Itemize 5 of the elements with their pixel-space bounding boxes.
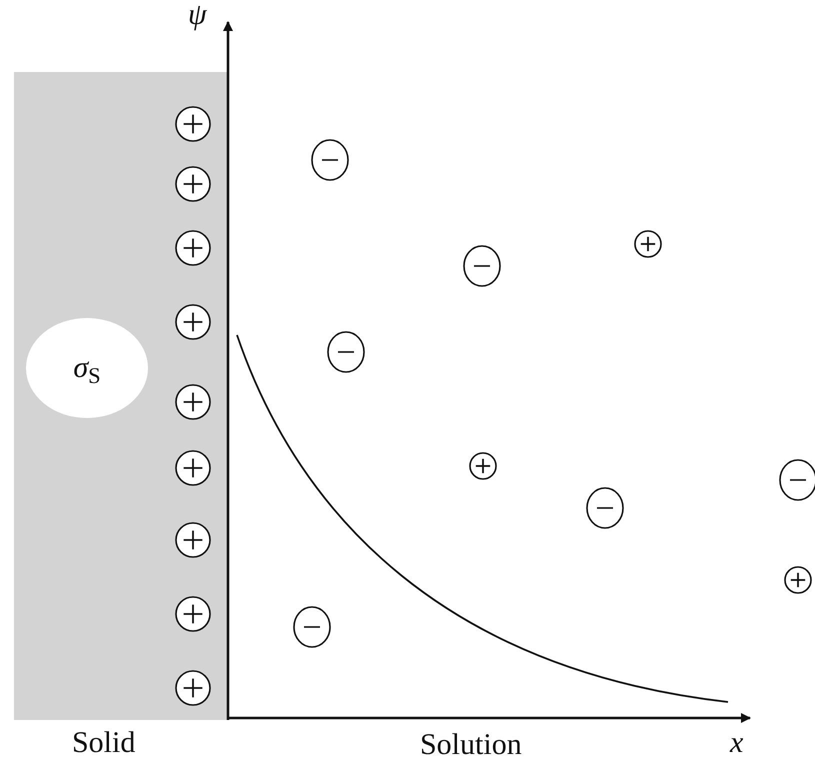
region-label: Solution [420, 730, 522, 760]
axis-label: ψ [188, 0, 207, 30]
surface-charge-label: σ$_{S}$ [73, 353, 101, 383]
axis-label: x [730, 728, 744, 758]
region-label: Solid [72, 728, 136, 758]
